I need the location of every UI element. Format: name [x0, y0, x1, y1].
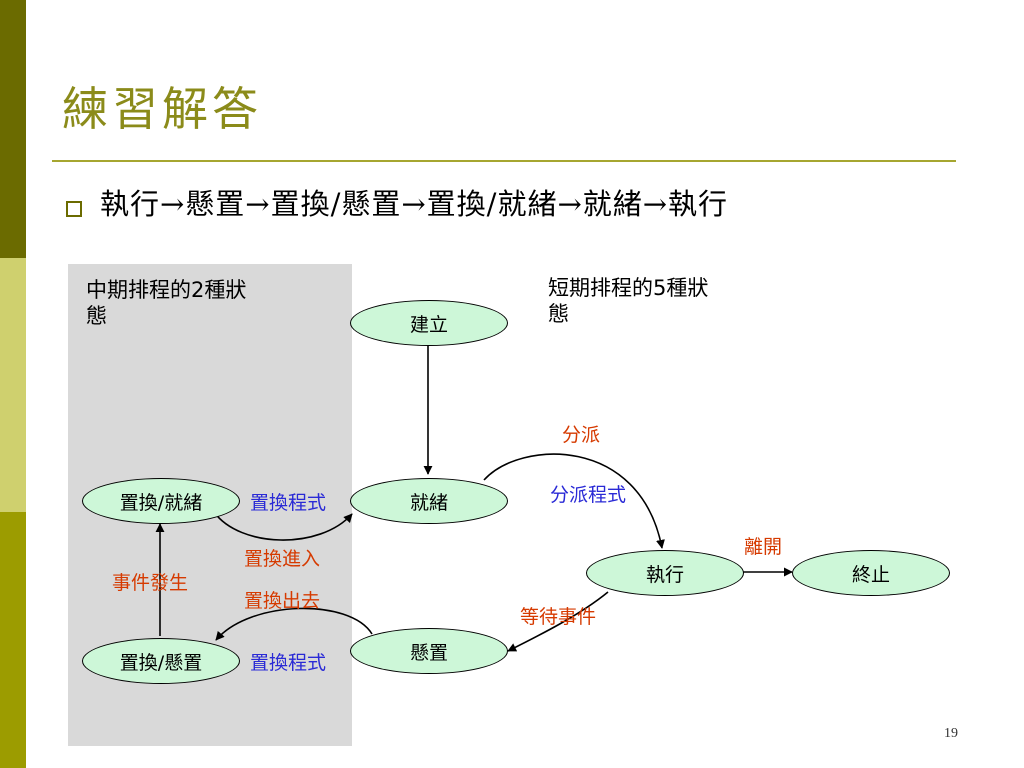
node-suspended: 懸置 — [350, 628, 508, 674]
label-exit: 離開 — [744, 536, 783, 558]
short-term-label-line2: 態 — [548, 302, 569, 327]
node-running: 執行 — [586, 550, 744, 596]
label-dispatch: 分派 — [562, 424, 601, 446]
title-divider — [52, 160, 956, 162]
node-create: 建立 — [350, 300, 508, 346]
label-swap-out: 置換出去 — [244, 590, 321, 612]
arrow-swapready-to-ready — [213, 511, 353, 541]
panel-label-line1: 中期排程的2種狀 — [86, 278, 247, 302]
label-swap-in: 置換進入 — [244, 548, 321, 570]
slide-title: 練習解答 — [62, 82, 262, 136]
sidebar-band-mid — [0, 512, 26, 768]
label-event-occurs: 事件發生 — [112, 572, 189, 594]
label-dispatcher: 分派程式 — [550, 484, 627, 506]
node-ready: 就緒 — [350, 478, 508, 524]
panel-label-line2: 態 — [86, 304, 107, 329]
short-term-label: 短期排程的5種狀 態 — [548, 275, 708, 328]
node-terminated: 終止 — [792, 550, 950, 596]
sidebar-band-light — [0, 258, 26, 512]
node-swap-ready: 置換/就緒 — [82, 478, 240, 524]
short-term-label-line1: 短期排程的5種狀 — [548, 276, 709, 300]
node-swap-suspended: 置換/懸置 — [82, 638, 240, 684]
sidebar-decoration — [0, 0, 26, 768]
bullet-square-icon — [66, 201, 82, 217]
panel-label: 中期排程的2種狀 態 — [86, 277, 246, 330]
bullet-text: 執行→懸置→置換/懸置→置換/就緒→就緒→執行 — [100, 187, 729, 221]
page-number: 19 — [944, 726, 958, 741]
sidebar-band-dark — [0, 0, 26, 258]
arrow-suspended-to-swapsuspended — [215, 607, 373, 641]
label-wait-event: 等待事件 — [520, 606, 597, 628]
label-swapper-top: 置換程式 — [250, 492, 327, 514]
label-swapper-bottom: 置換程式 — [250, 652, 327, 674]
arrow-running-to-suspended — [507, 591, 609, 652]
arrow-ready-to-running — [483, 453, 665, 549]
